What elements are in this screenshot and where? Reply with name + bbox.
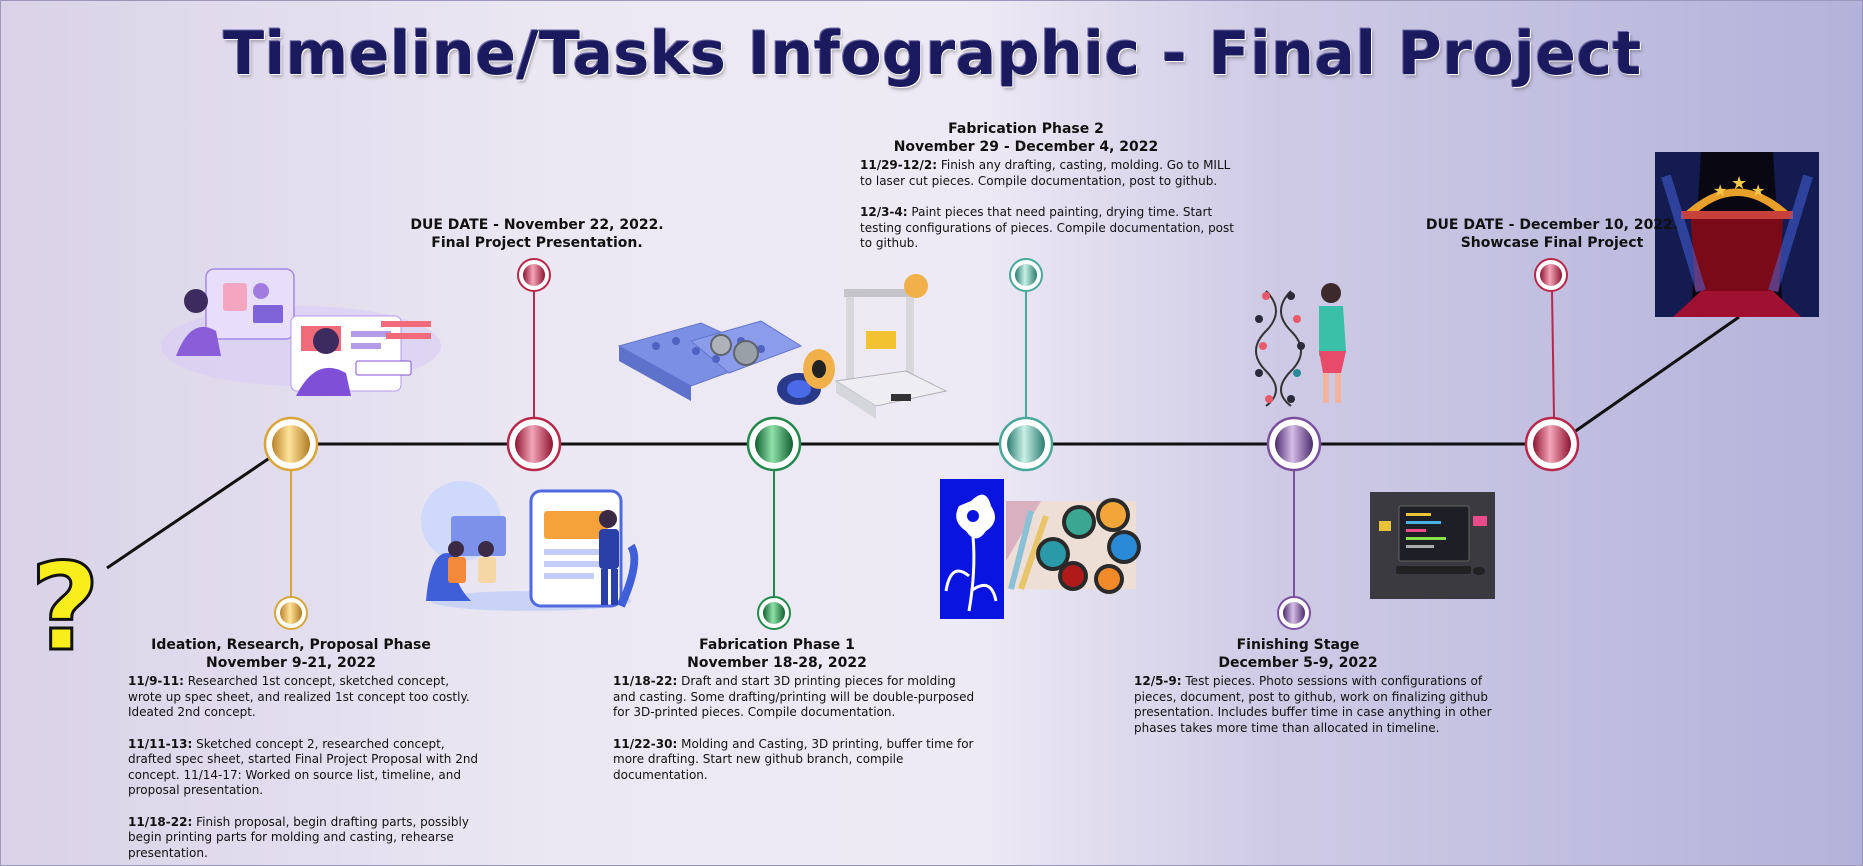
entry-text: Sketched concept 2, researched concept, … [128,736,479,798]
entry-range: 11/18-22: [613,674,678,688]
phase-fab1-body: 11/18-22: Draft and start 3D printing pi… [613,674,978,799]
phase-dates: November 9-21, 2022 [205,655,377,671]
entry-text: Draft and start 3D printing pieces for m… [613,674,975,719]
phase-entry: 11/29-12/2: Finish any drafting, casting… [860,158,1245,189]
dna-scientist-illustration [1255,283,1346,407]
phase-entry: 11/18-22: Finish proposal, begin draftin… [128,815,483,862]
phase-finishing-heading: Finishing Stage December 5-9, 2022 [1148,636,1448,672]
phase-entry: 11/9-11: Researched 1st concept, sketche… [128,674,483,721]
timeline-start-tail [106,451,278,570]
phase-finishing-body: 12/5-9: Test pieces. Photo sessions with… [1134,674,1509,752]
phase-dates: December 5-9, 2022 [1218,655,1378,671]
milestone-label-line: Showcase Final Project [1460,235,1644,251]
phase-ideation-heading: Ideation, Research, Proposal Phase Novem… [141,636,441,672]
entry-range: 11/22-30: [613,736,678,751]
milestone-due-nov22: DUE DATE - November 22, 2022. Final Proje… [387,216,687,252]
node-fab2 [998,416,1054,472]
svg-text:★: ★ [1731,173,1747,194]
phase-dates: November 29 - December 4, 2022 [893,139,1159,155]
phase-title: Ideation, Research, Proposal Phase [151,637,431,653]
3d-printer-illustration [617,274,948,419]
phase-fab1-heading: Fabrication Phase 1 November 18-28, 2022 [627,636,927,672]
phase-title: Fabrication Phase 2 [948,121,1104,137]
entry-range: 12/5-9: [1134,674,1182,688]
milestone-label-line: Final Project Presentation. [431,235,643,251]
milestone-due-dec10: DUE DATE - December 10, 2022. Showcase Fi… [1397,216,1707,252]
node-fab1 [746,416,802,472]
node-end-finishing [1277,596,1311,630]
entry-range: 11/29-12/2: [860,158,937,172]
node-finishing [1266,416,1322,472]
entry-text: Researched 1st concept, sketched concept… [128,674,470,719]
presentation-illustration [421,481,639,611]
phase-entry: 12/5-9: Test pieces. Photo sessions with… [1134,674,1509,736]
node-due-nov22 [506,416,562,472]
brainstorm-illustration [161,268,441,396]
phase-fab2-body: 11/29-12/2: Finish any drafting, casting… [860,158,1245,268]
svg-text:★: ★ [1751,181,1765,200]
phase-title: Fabrication Phase 1 [699,637,855,653]
node-end-ideation [274,596,308,630]
node-end-due-dec10 [1534,258,1568,292]
node-end-fab2 [1009,258,1043,292]
node-ideation [263,416,319,472]
phase-ideation-body: 11/9-11: Researched 1st concept, sketche… [128,674,483,865]
phase-entry: 11/18-22: Draft and start 3D printing pi… [613,674,978,721]
entry-range: 12/3-4: [860,205,908,219]
entry-range: 11/9-11: [128,674,184,688]
phase-fab2-heading: Fabrication Phase 2 November 29 - Decemb… [881,120,1171,156]
entry-text: Molding and Casting, 3D printing, buffer… [613,736,974,782]
flower-and-paint-illustration [940,479,1141,619]
question-mark-icon: ? [30,539,100,678]
node-end-fab1 [757,596,791,630]
entry-text: Paint pieces that need painting, drying … [860,205,1234,250]
connector-due-dec10 [1551,290,1555,418]
entry-range: 11/18-22: [128,814,193,829]
phase-title: Finishing Stage [1236,637,1360,653]
entry-text: Test pieces. Photo sessions with configu… [1134,674,1492,735]
phase-entry: 11/11-13: Sketched concept 2, researched… [128,737,483,799]
svg-text:★: ★ [1713,181,1727,200]
node-due-dec10 [1524,416,1580,472]
page-title: Timeline/Tasks Infographic - Final Proje… [223,19,1642,89]
entry-text: Finish any drafting, casting, molding. G… [860,158,1231,188]
phase-entry: 11/22-30: Molding and Casting, 3D printi… [613,737,978,784]
node-end-due-nov22 [517,258,551,292]
milestone-label-line: DUE DATE - November 22, 2022. [410,217,664,233]
entry-text: Finish proposal, begin drafting parts, p… [128,814,469,860]
timeline-end-tail [1566,315,1740,439]
milestone-label-line: DUE DATE - December 10, 2022. [1425,217,1679,233]
phase-entry: 12/3-4: Paint pieces that need painting,… [860,205,1245,252]
phase-dates: November 18-28, 2022 [687,655,867,671]
entry-range: 11/11-13: [128,736,193,751]
showcase-stage-illustration: ★ ★ ★ [1655,152,1819,317]
computer-workstation-illustration [1370,492,1495,599]
